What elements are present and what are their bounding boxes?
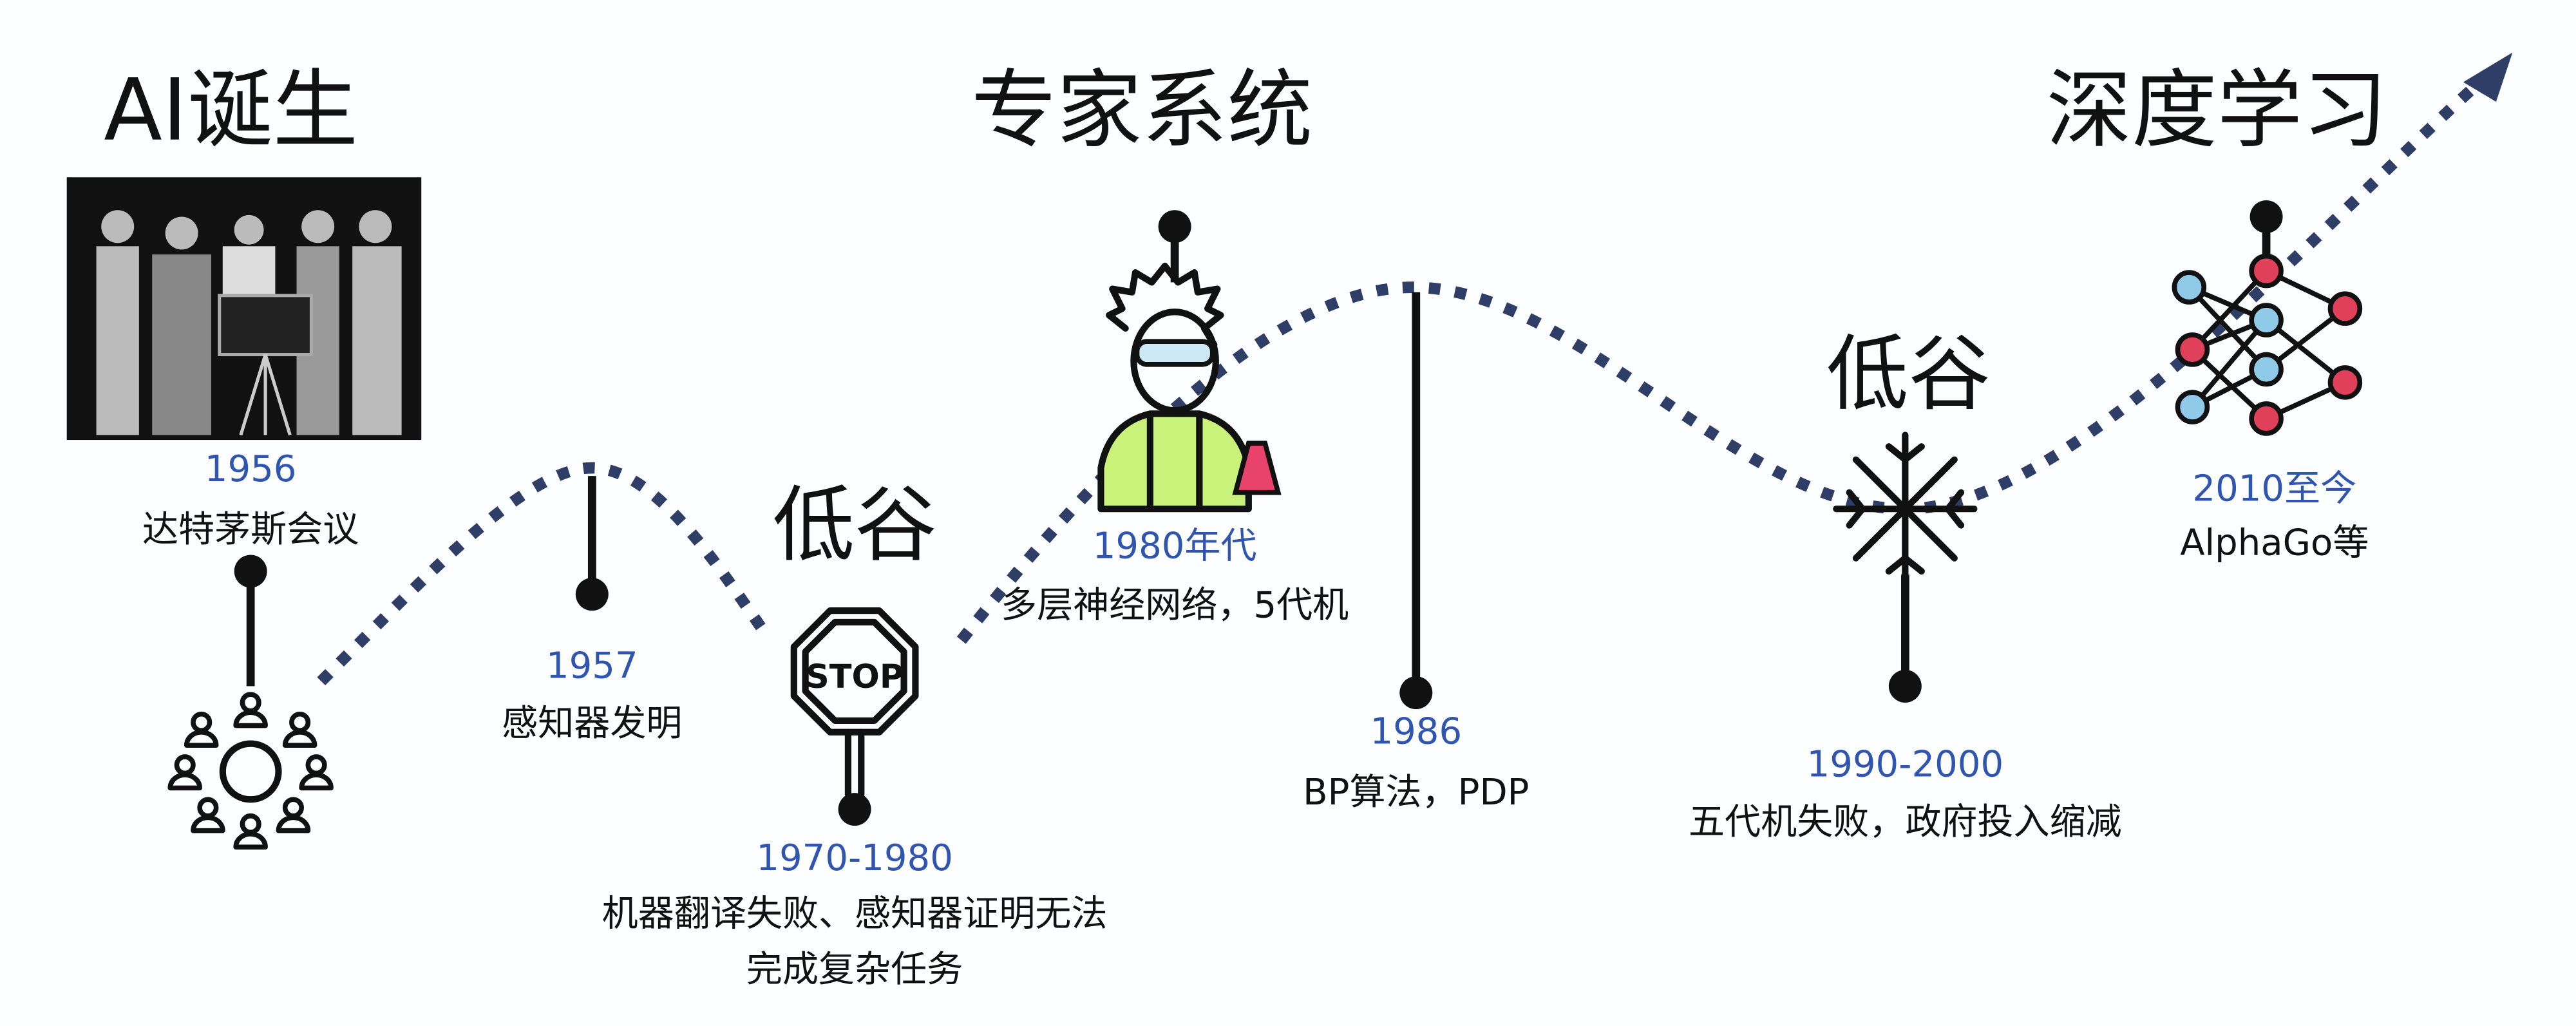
title-deep-learning: 深度学习: [2047, 61, 2388, 160]
neural-network-icon: [2172, 253, 2363, 436]
event-1956-desc: 达特茅斯会议: [142, 509, 359, 551]
stop-sign-icon: STOP: [790, 607, 919, 798]
pin-dot: [1399, 676, 1433, 710]
timeline-curve-1: [317, 462, 770, 686]
event-1970-desc-line2: 完成复杂任务: [746, 949, 963, 991]
pin-dot: [1888, 669, 1922, 703]
title-expert-systems: 专家系统: [971, 61, 1312, 160]
event-1956-year: 1956: [205, 448, 297, 490]
scientist-icon: [1097, 262, 1282, 513]
event-1957-year: 1957: [546, 645, 638, 687]
event-1990-desc: 五代机失败，政府投入缩减: [1689, 801, 2122, 843]
event-2010-year: 2010至今: [2192, 468, 2356, 509]
event-1986-year: 1986: [1370, 711, 1462, 753]
event-1980s-year: 1980年代: [1093, 526, 1257, 567]
valley-label-1: 低谷: [773, 478, 937, 573]
snowflake-icon: [1833, 432, 1978, 586]
pin-dot: [234, 555, 267, 588]
pin-dot: [838, 793, 871, 826]
valley-label-2: 低谷: [1826, 327, 1991, 422]
event-1986-desc: BP算法，PDP: [1303, 772, 1529, 813]
timeline-curve-2: [956, 77, 2484, 644]
meeting-people-icon: [167, 692, 334, 850]
event-1970-year: 1970-1980: [756, 837, 953, 879]
title-ai-birth: AI诞生: [104, 61, 358, 160]
event-1980s-desc: 多层神经网络，5代机: [1001, 584, 1349, 626]
event-1957-desc: 感知器发明: [502, 703, 682, 745]
event-1970-desc: 机器翻译失败、感知器证明无法: [602, 893, 1108, 935]
pin-dot: [575, 578, 609, 611]
stop-sign-text: STOP: [806, 658, 904, 696]
event-2010-desc: AlphaGo等: [2180, 522, 2369, 564]
dartmouth-photo: [66, 177, 422, 441]
event-1990-year: 1990-2000: [1807, 744, 2004, 786]
